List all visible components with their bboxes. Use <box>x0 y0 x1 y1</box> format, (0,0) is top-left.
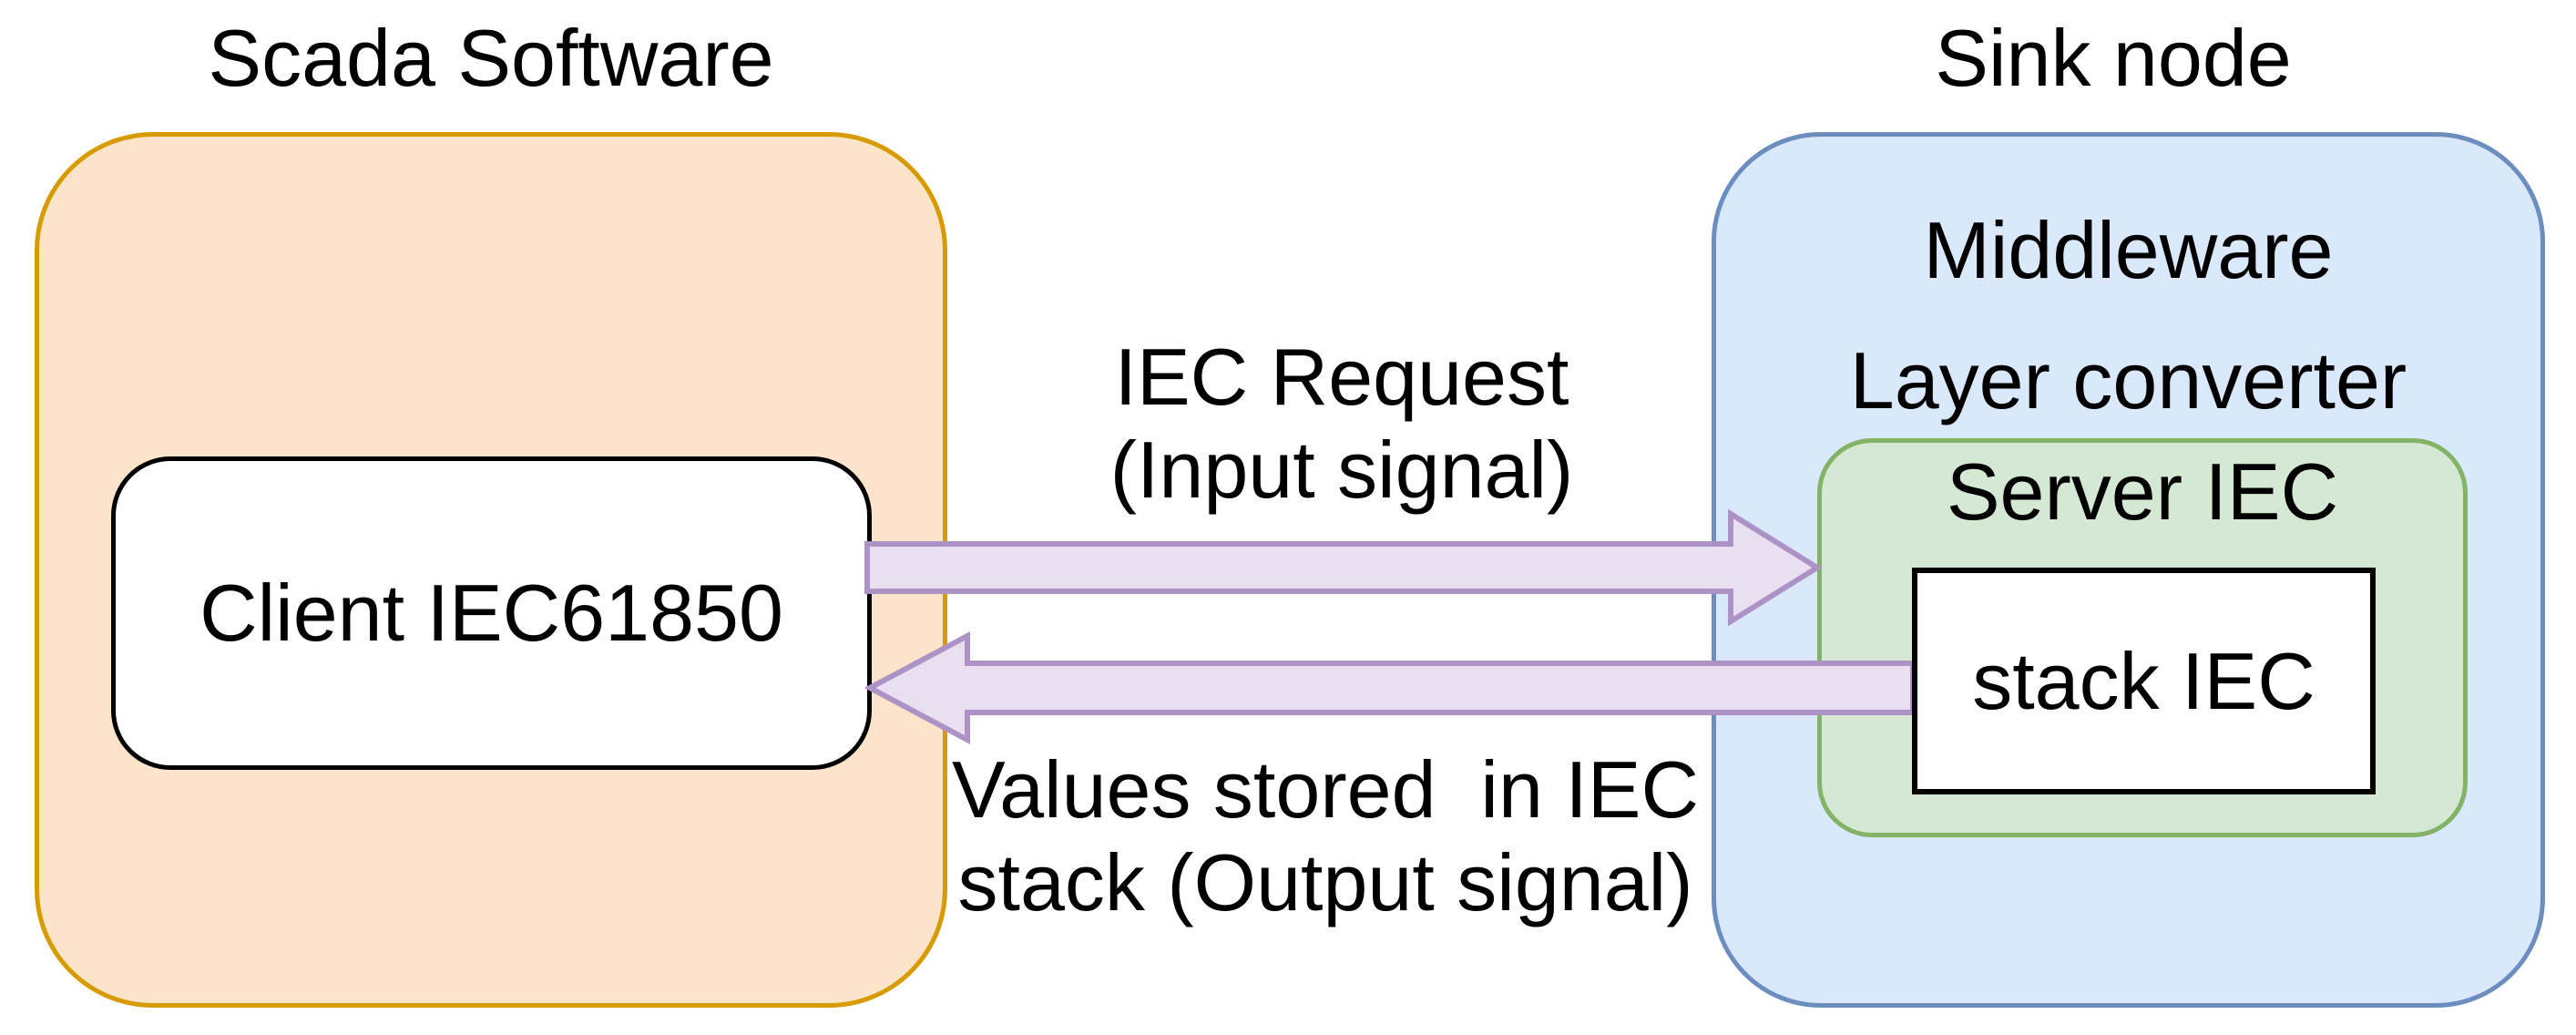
middleware-label-line1: Middleware <box>1923 205 2334 295</box>
stack-iec-box: stack IEC <box>1912 568 2376 794</box>
iec-request-label-line1: IEC Request <box>1114 332 1569 422</box>
values-stored-label-line2: stack (Output signal) <box>957 837 1693 927</box>
client-iec61850-label: Client IEC61850 <box>199 568 783 658</box>
scada-software-title: Scada Software <box>208 13 774 103</box>
iec-request-label: IEC Request(Input signal) <box>932 331 1752 517</box>
client-iec61850-box: Client IEC61850 <box>111 456 872 770</box>
server-iec-label: Server IEC <box>1946 446 2339 537</box>
sink-node-title: Sink node <box>1935 13 2292 103</box>
request-arrow-right-icon <box>864 508 1823 627</box>
values-stored-label-line1: Values stored in IEC <box>951 744 1700 835</box>
stack-iec-label: stack IEC <box>1972 635 2315 726</box>
middleware-label-line2: Layer converter <box>1849 335 2407 425</box>
iec-request-label-line2: (Input signal) <box>1109 425 1574 515</box>
